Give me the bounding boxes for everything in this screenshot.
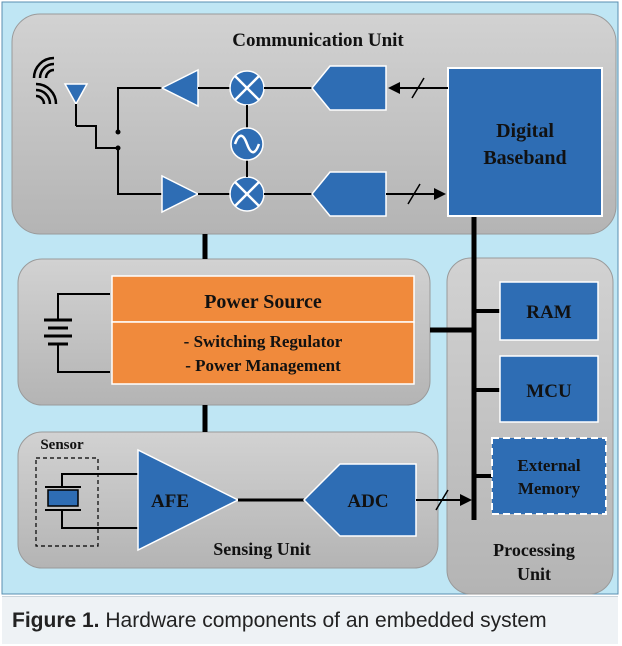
- power-source-item-switching-regulator: - Switching Regulator: [184, 332, 343, 351]
- adc-label: ADC: [347, 491, 388, 512]
- sensor-element-icon: [45, 473, 138, 529]
- adc-to-bus: [416, 489, 472, 511]
- afe-label: AFE: [151, 491, 189, 512]
- mcu-label: MCU: [526, 381, 572, 402]
- sensing-unit-label: Sensing Unit: [213, 539, 311, 559]
- external-memory-label-line1: External: [517, 456, 581, 475]
- figure-caption-text: Hardware components of an embedded syste…: [99, 609, 547, 632]
- antenna-icon: [63, 83, 89, 126]
- power-source-item-power-management: - Power Management: [185, 356, 341, 375]
- sensor-frame: [35, 457, 99, 547]
- power-source-header: [111, 275, 415, 323]
- wireless-waves-icon: [32, 56, 58, 105]
- rf-switch-node-bottom: [115, 145, 121, 151]
- external-memory-block: [491, 437, 607, 515]
- digital-baseband-label-line1: Digital: [496, 120, 554, 142]
- oscillator-icon: [230, 127, 264, 161]
- ram-block: [499, 281, 599, 341]
- block-diagram: Communication Unit Processing Unit Sensi…: [1, 1, 619, 595]
- battery-icon: [44, 293, 110, 373]
- tx-mixer-icon: [229, 70, 265, 106]
- sensor-label: Sensor: [40, 437, 84, 453]
- figure-caption-label: Figure 1.: [12, 609, 100, 632]
- figure-caption: Figure 1. Hardware components of an embe…: [2, 596, 618, 644]
- digital-baseband-block: [447, 67, 603, 217]
- rx-amplifier: [161, 174, 200, 214]
- mcu-block: [499, 355, 599, 423]
- adc-to-baseband-bus: [386, 183, 446, 205]
- processing-unit-label-line2: Unit: [517, 564, 551, 584]
- rf-switch-wiring: [76, 87, 162, 195]
- processing-unit-label-line1: Processing: [493, 540, 575, 560]
- rf-switch-node-top: [115, 129, 121, 135]
- digital-baseband-label-line2: Baseband: [483, 147, 566, 169]
- afe-amplifier: [137, 448, 240, 552]
- power-source-title: Power Source: [204, 291, 322, 313]
- baseband-to-dac-bus: [388, 77, 448, 99]
- tx-dac-block: [311, 65, 387, 111]
- rx-mixer-icon: [229, 176, 265, 212]
- external-memory-label-line2: Memory: [518, 479, 581, 498]
- ram-label: RAM: [526, 302, 571, 323]
- communication-unit-label: Communication Unit: [232, 30, 404, 51]
- power-source-body: [111, 321, 415, 385]
